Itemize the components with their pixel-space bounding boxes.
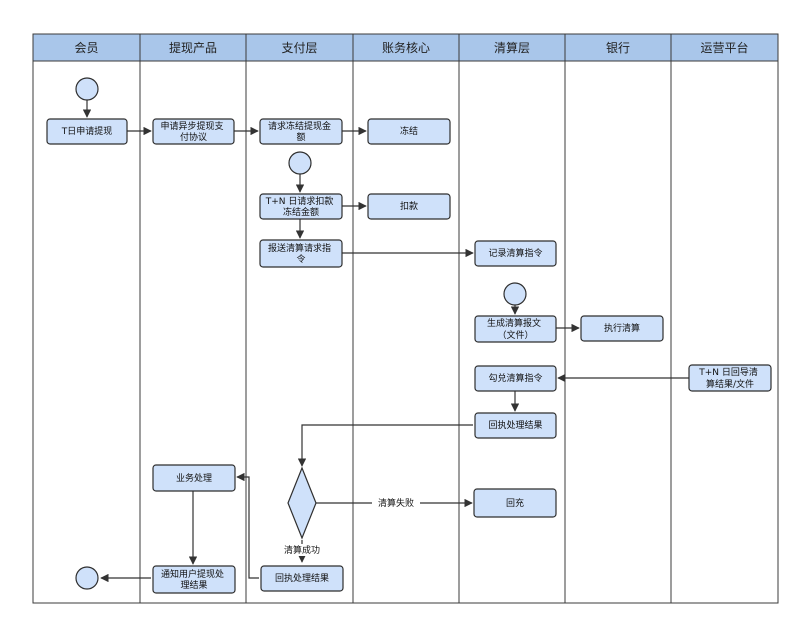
node-freeze-request: 请求冻结提现金 额 [259, 118, 343, 145]
edge-receipt-to-decision [297, 424, 473, 467]
start-node-payment [288, 151, 312, 175]
edge-receipt-to-business [236, 472, 259, 579]
lane-title-withdraw-product: 提现产品 [169, 40, 217, 55]
node-send-clearing: 报送清算请求指 令 [259, 239, 343, 268]
edge-label-fail-group: 清算失败 [372, 497, 420, 509]
lane-accounting-core: 账务核心 [352, 33, 460, 604]
node-receipt-pay: 回执处理结果 [260, 565, 344, 592]
node-apply-protocol-label: 申请异步提现支 付协议 [161, 120, 227, 143]
lane-payment: 支付层 [245, 33, 354, 604]
node-freeze-label: 冻结 [400, 125, 418, 137]
node-send-clearing-label: 报送清算请求指 令 [268, 242, 334, 265]
lane-member: 会员 [32, 33, 141, 604]
swimlanes: 会员 提现产品 支付层 账务核心 清算层 银行 [32, 33, 779, 604]
lane-operations-platform: 运营平台 [670, 33, 779, 604]
node-deduct: 扣款 [367, 193, 451, 220]
clearing-result-decision [287, 466, 317, 540]
node-apply-protocol: 申请异步提现支 付协议 [152, 118, 235, 145]
node-refund: 回充 [473, 488, 557, 518]
edges [82, 100, 689, 583]
node-notify-user: 通知用户提现处 理结果 [152, 565, 236, 594]
node-t-apply: T日申请提现 [46, 118, 128, 145]
node-tn-import-label: T+N 日回导清 算结果/文件 [698, 366, 761, 390]
node-gen-file-label: 生成清算报文 （文件） [487, 317, 544, 341]
lane-title-operations-platform: 运营平台 [700, 40, 748, 55]
node-business-label: 业务处理 [176, 472, 212, 484]
node-freeze: 冻结 [367, 118, 451, 145]
lane-title-payment: 支付层 [281, 41, 317, 55]
node-receipt-pay-label: 回执处理结果 [275, 572, 329, 584]
edge-label-success: 清算成功 [284, 544, 320, 556]
node-reconcile-label: 勾兑清算指令 [488, 372, 542, 384]
node-refund-label: 回充 [506, 497, 524, 509]
node-deduct-label: 扣款 [400, 200, 418, 212]
end-node-member [75, 566, 99, 590]
node-tn-deduct-request: T+N 日请求扣款 冻结金额 [259, 193, 343, 220]
node-receipt-clearing-label: 回执处理结果 [488, 419, 542, 431]
node-reconcile: 勾兑清算指令 [474, 365, 557, 392]
node-record-clearing: 记录清算指令 [474, 240, 557, 267]
node-execute-label: 执行清算 [604, 322, 640, 334]
node-notify-user-label: 通知用户提现处 理结果 [161, 568, 227, 591]
node-tn-import: T+N 日回导清 算结果/文件 [688, 364, 772, 392]
node-t-apply-label: T日申请提现 [61, 125, 113, 137]
lane-title-accounting-core: 账务核心 [382, 40, 430, 55]
start-node-clearing [503, 282, 527, 306]
lane-title-clearing: 清算层 [494, 40, 530, 55]
lane-title-bank: 银行 [606, 41, 630, 55]
node-business: 业务处理 [152, 464, 236, 492]
node-freeze-request-label: 请求冻结提现金 额 [268, 120, 334, 143]
node-receipt-clearing: 回执处理结果 [474, 412, 557, 439]
edge-label-success-group: 清算成功 [278, 544, 326, 556]
lane-title-member: 会员 [74, 41, 98, 55]
node-execute: 执行清算 [580, 315, 664, 342]
node-record-clearing-label: 记录清算指令 [488, 247, 542, 259]
node-gen-file: 生成清算报文 （文件） [474, 315, 557, 343]
start-node-member [75, 77, 99, 101]
edge-label-fail: 清算失败 [378, 497, 414, 509]
node-tn-deduct-request-label: T+N 日请求扣款 冻结金额 [265, 195, 337, 218]
